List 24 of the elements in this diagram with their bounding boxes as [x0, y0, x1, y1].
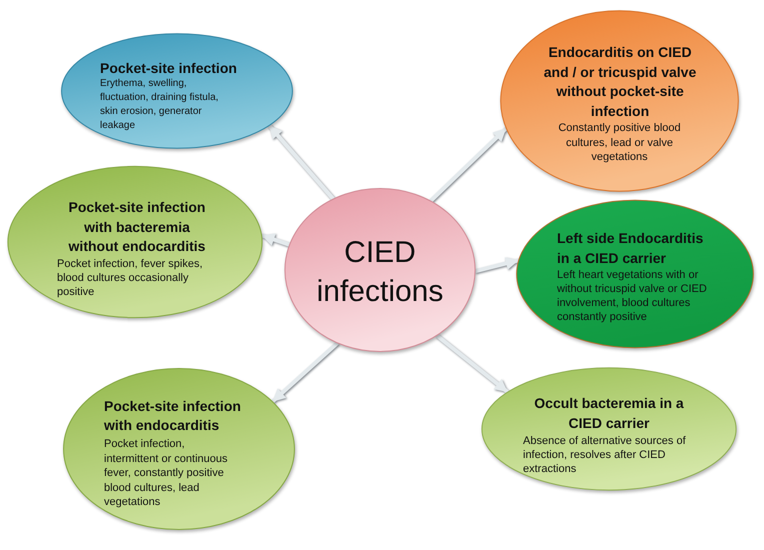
category-ellipse	[58, 32, 296, 150]
ellipse-heading: Pocket-site infection	[100, 59, 238, 77]
ellipse-description: Absence of alternative sources of infection, resolves after CIED extractions	[523, 434, 687, 476]
ellipse-heading: Pocket-site infection with bacteremia without endocarditis	[68, 198, 206, 256]
ellipse-description: Pocket infection, intermittent or continuous fever, constantly positive blood cultures, lead vegetations	[104, 437, 229, 510]
ellipse-heading: Pocket-site infection with endocarditis	[104, 397, 242, 435]
ellipse-description: Pocket infection, fever spikes, blood cultures occasionally positive	[57, 257, 204, 299]
category-ellipse	[513, 198, 757, 350]
ellipse-description: Constantly positive blood cultures, lead or valve vegetations	[557, 121, 682, 164]
category-ellipse	[60, 366, 298, 532]
ellipse-heading: Endocarditis on CIED and / or tricuspid valve without pocket-site infection	[542, 43, 698, 120]
arrow	[429, 126, 508, 202]
ellipse-heading: Left side Endocarditis in a CIED carrier	[557, 229, 704, 268]
category-ellipse	[497, 8, 742, 194]
central-title: CIED infections	[316, 235, 444, 310]
arrow	[268, 124, 335, 200]
central-ellipse	[282, 186, 478, 354]
arrow	[260, 233, 290, 247]
ellipse-heading: Occult bacteremia in a CIED carrier	[533, 394, 685, 433]
arrow	[435, 334, 509, 394]
ellipse-description: Erythema, swelling, fluctuation, draining fistula, skin erosion, generator leakage	[100, 77, 220, 133]
arrow	[474, 257, 520, 274]
arrow	[271, 341, 339, 404]
ellipse-description: Left heart vegetations with or without tricuspid valve or CIED involvement, blood cultures constantly positive	[557, 268, 708, 324]
